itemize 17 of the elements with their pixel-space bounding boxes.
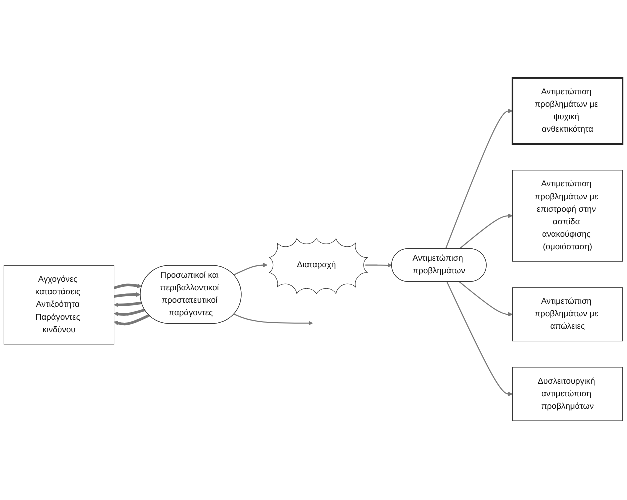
arrow	[446, 282, 513, 397]
arrow	[114, 314, 150, 326]
arrow	[234, 314, 314, 326]
arrow	[445, 109, 513, 250]
node-box: Αντιμετώπιση προβλημάτων με επιστροφή στην ασπίδα ανακούφισης (ομοιόσταση)	[512, 170, 624, 262]
arrow	[114, 292, 141, 298]
arrow	[459, 214, 513, 250]
arrow	[114, 302, 142, 308]
arrow	[114, 284, 142, 290]
node-box: Αντιμετώπιση προβλημάτων με ψυχική ανθεκτικότητα	[512, 78, 624, 146]
arrow	[366, 264, 392, 268]
node-box: Δυσλειτουργική αντιμετώπιση προβλημάτων	[512, 368, 624, 422]
node-box: Αντιμετώπιση προβλημάτων με απώλειες	[512, 288, 624, 342]
node-box: Αγχογόνες καταστάσεις Αντιξοότητα Παράγοντες κινδύνου	[4, 266, 115, 346]
arrow	[459, 282, 513, 318]
arrow	[114, 309, 146, 317]
arrow	[234, 263, 268, 276]
